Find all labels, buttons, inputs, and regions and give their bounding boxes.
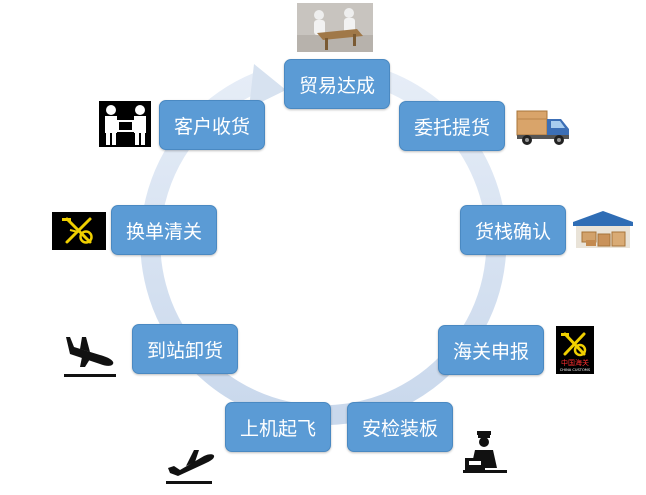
cycle-ring xyxy=(140,64,507,426)
step-node-trade-concluded: 贸易达成 xyxy=(284,59,390,109)
step-node-security-palletizing: 安检装板 xyxy=(347,402,453,452)
emblem-en-text: CHINA CUSTOMS xyxy=(560,368,591,372)
cycle-arrow-head xyxy=(249,64,286,108)
step-label: 客户收货 xyxy=(173,115,250,138)
customs-emblem-icon: 中国海关 CHINA CUSTOMS xyxy=(556,326,594,374)
customs-emblem-icon xyxy=(52,212,106,250)
step-label: 委托提货 xyxy=(413,116,490,139)
step-node-arrival-unload: 到站卸货 xyxy=(132,324,238,374)
step-label: 上机起飞 xyxy=(239,417,316,440)
step-label: 到站卸货 xyxy=(146,339,223,362)
step-label: 海关申报 xyxy=(452,340,529,363)
security-inspection-icon xyxy=(463,430,507,474)
step-node-takeoff: 上机起飞 xyxy=(225,402,331,452)
delivery-truck-icon xyxy=(515,107,571,147)
warehouse-icon xyxy=(572,210,634,248)
meeting-table-icon xyxy=(297,3,373,52)
step-label: 货栈确认 xyxy=(474,220,551,243)
plane-landing-icon xyxy=(60,333,118,379)
emblem-cn-text: 中国海关 xyxy=(561,358,589,367)
step-label: 安检装板 xyxy=(361,417,438,440)
step-node-warehouse-confirm: 货栈确认 xyxy=(460,205,566,255)
step-node-customs-declaration: 海关申报 xyxy=(438,325,544,375)
customer-handover-icon xyxy=(99,101,151,147)
step-label: 换单清关 xyxy=(125,220,202,243)
plane-takeoff-icon xyxy=(164,446,218,486)
step-node-clearance: 换单清关 xyxy=(111,205,217,255)
step-node-customer-receipt: 客户收货 xyxy=(159,100,265,150)
step-node-entrust-pickup: 委托提货 xyxy=(399,101,505,151)
step-label: 贸易达成 xyxy=(298,74,375,97)
